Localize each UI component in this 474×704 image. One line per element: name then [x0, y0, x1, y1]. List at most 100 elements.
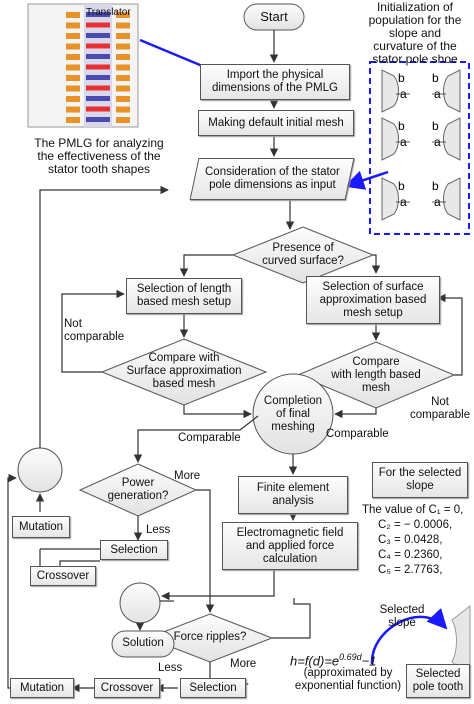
shoe-label-a: a [400, 195, 407, 209]
pmlg-magnet-strip [86, 33, 110, 38]
length-setup-box: Selection of length based mesh setup [126, 278, 242, 314]
ripples-label: Force ripples? [173, 631, 247, 643]
selected-slope-label: Selected slope [379, 604, 425, 629]
pmlg-caption: The PMLG for analyzing the effectiveness… [34, 136, 164, 176]
pmlg-coil-block [66, 33, 80, 39]
crossover1-box: Crossover [30, 566, 96, 586]
pmlg-magnet-strip [86, 96, 110, 101]
approx-label: (approximated by exponential function) [294, 667, 402, 692]
stator-shoe-icon: ab [432, 177, 461, 221]
less1-label: Less [146, 524, 171, 536]
pmlg-magnet-strip [86, 22, 110, 28]
pmlg-coil-block [116, 106, 130, 113]
crossover2-box: Crossover [94, 678, 160, 698]
pmlg-coil-block [66, 106, 80, 113]
pmlg-coil-block [116, 12, 130, 18]
pmlg-magnet-strip [86, 12, 110, 17]
shoe-label-a: a [400, 135, 407, 149]
coeff-c2: C₂ = − 0.0006, [378, 519, 453, 531]
pmlg-coil-block [66, 12, 80, 18]
coeff-c3: C₃ = 0.0428, [378, 534, 443, 546]
pmlg-magnet-strip [86, 117, 110, 122]
less2-label: Less [158, 662, 183, 674]
compare-surface-label: Compare with Surface approximation based… [126, 352, 242, 390]
init-caption: Initialization of population for the slo… [368, 0, 462, 66]
pmlg-magnet-strip [86, 75, 110, 80]
pmlg-coil-block [116, 85, 130, 92]
formula-label: h=f(d)=e0.69d−1 [290, 652, 377, 669]
more2-label: More [230, 658, 257, 670]
pmlg-coil-block [66, 22, 80, 29]
shoe-label-a: a [400, 87, 407, 101]
pmlg-coil-block [116, 96, 130, 102]
pole-tooth-box: Selected pole tooth [406, 664, 470, 698]
selection1-box: Selection [100, 540, 168, 560]
pmlg-coil-block [66, 117, 80, 123]
solution-terminal [111, 630, 175, 658]
shoe-label-b: b [432, 179, 439, 193]
pmlg-coil-block [116, 33, 130, 39]
stator-shoe-icon: ab [432, 117, 461, 161]
consider-box: Consideration of the stator pole dimensi… [189, 158, 355, 200]
not-comparable-right: Not comparable [410, 396, 471, 421]
coeff-c4: C₄ = 0.2360, [378, 549, 443, 561]
curved-diamond [231, 226, 375, 284]
pmlg-coil-block [116, 43, 130, 50]
curved-label: Presence of curved surface? [262, 242, 344, 267]
surface-setup-box: Selection of surface approximation based… [306, 276, 440, 324]
shoe-label-b: b [398, 71, 405, 85]
init-dashed-box [369, 61, 470, 235]
stator-shoe-icon: ab [432, 69, 461, 113]
start-label: Start [260, 9, 288, 24]
pmlg-coil-block [66, 85, 80, 92]
more1-label: More [174, 470, 201, 482]
init-blue-arrow [344, 170, 389, 190]
shoe-label-b: b [398, 119, 405, 133]
pmlg-coil-block [116, 75, 130, 81]
comparable-right: Comparable [326, 428, 389, 440]
pmlg-coil-block [66, 96, 80, 102]
solution-label: Solution [122, 637, 164, 649]
pmlg-coil-block [116, 64, 130, 71]
pmlg-magnet-strip [86, 106, 110, 112]
stator-shoe-icon: ab [381, 117, 410, 161]
not-comparable-left: Not comparable [64, 318, 125, 343]
merge-circle-left [17, 447, 63, 493]
coeff-c5: C₅ = 2.7763, [378, 564, 443, 576]
shoe-label-a: a [434, 87, 441, 101]
selected-slope-curve [370, 608, 448, 665]
default-mesh-box: Making default initial mesh [198, 110, 354, 136]
pmlg-magnet-strip [86, 43, 110, 49]
pmlg-coil-block [66, 43, 80, 50]
pmlg-coil-block [116, 22, 130, 29]
connectors [7, 30, 463, 693]
translator-label: Translator [86, 7, 131, 18]
stator-shoe-icon: ab [381, 177, 410, 221]
pmlg-magnet-strip [86, 85, 110, 91]
shoe-label-a: a [434, 135, 441, 149]
pmlg-coil-block [66, 75, 80, 81]
pmlg-coil-block [66, 64, 80, 71]
merge-circle-bottom [119, 582, 161, 624]
import-box: Import the physical dimensions of the PM… [200, 64, 350, 100]
fea-box: Finite element analysis [238, 476, 348, 514]
pmlg-coil-block [116, 54, 130, 60]
shoe-label-a: a [434, 195, 441, 209]
completion-label: Completion of final meshing [263, 395, 323, 433]
em-box: Electromagnetic field and applied force … [222, 522, 358, 570]
shoe-label-b: b [432, 119, 439, 133]
pmlg-coil-block [116, 117, 130, 123]
comparable-left: Comparable [178, 432, 241, 444]
pmlg-magnet-strip [86, 54, 110, 59]
shoe-label-b: b [398, 179, 405, 193]
mutation2-box: Mutation [10, 678, 74, 698]
pmlg-strips [66, 12, 130, 123]
pmlg-coil-block [66, 54, 80, 60]
shoe-label-b: b [432, 71, 439, 85]
power-label: Power generation? [107, 477, 169, 502]
mutation1-box: Mutation [12, 516, 70, 538]
coeff-c1: The value of C₁ = 0, [362, 504, 464, 516]
selection2-box: Selection [180, 678, 246, 698]
